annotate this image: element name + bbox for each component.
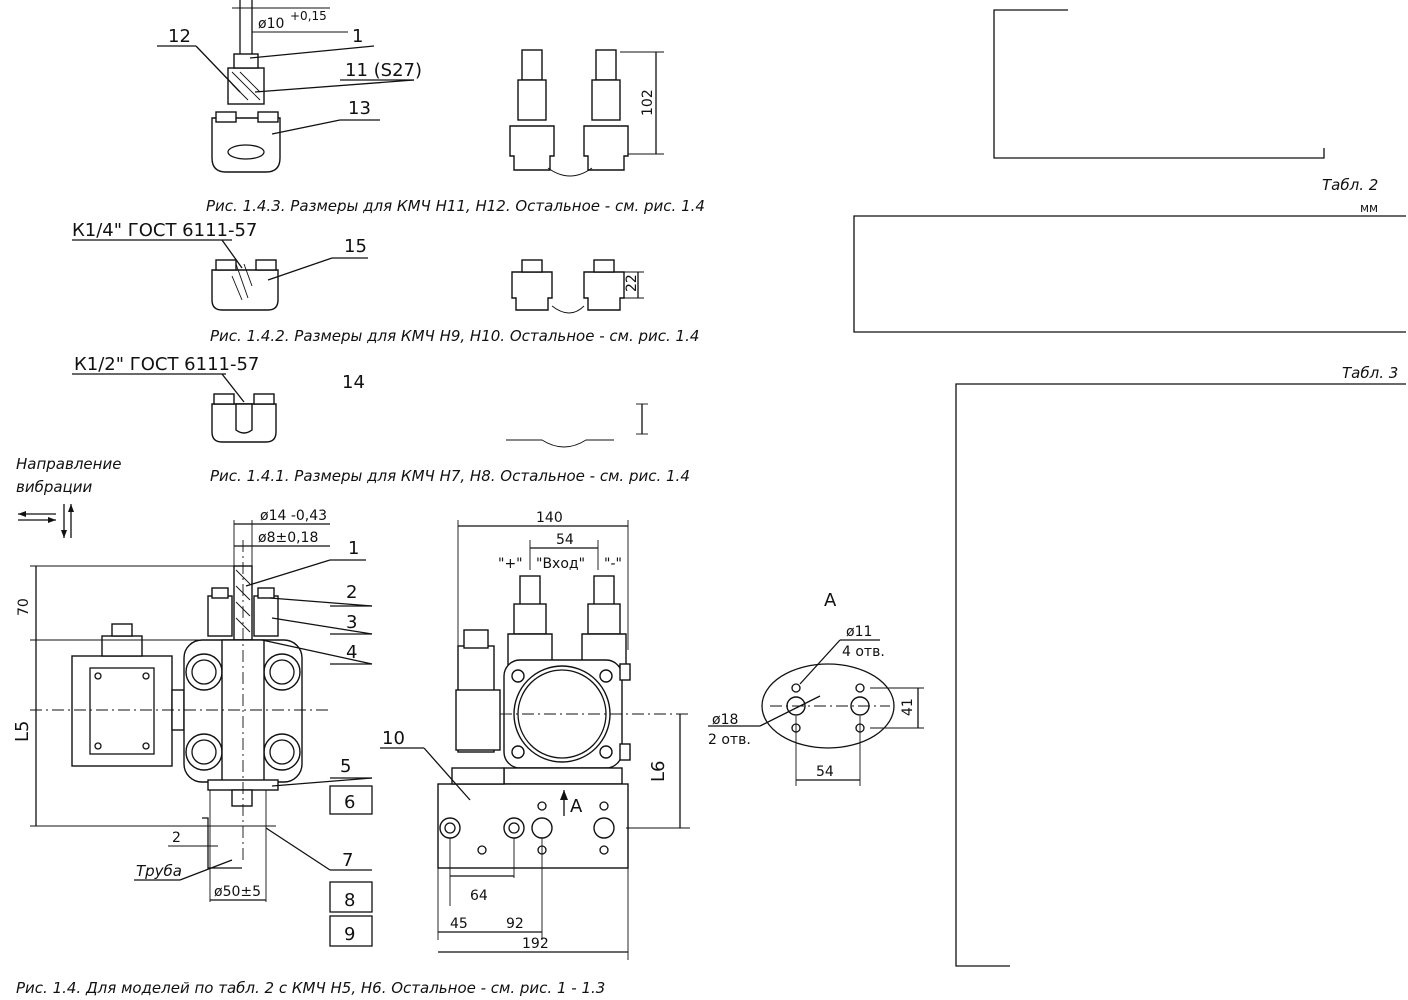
fig143-callout-11: 11 (S27) xyxy=(345,60,422,81)
fig142-thread: К1/4" ГОСТ 6111-57 xyxy=(72,220,257,241)
fig14-inner-54: 54 xyxy=(556,532,574,548)
direction-line1: Направление xyxy=(16,455,121,473)
vibration-direction: Направление вибрации xyxy=(16,455,121,538)
fig14-l5: L5 xyxy=(12,721,33,742)
fig14-height-70: 70 xyxy=(16,598,32,616)
view-a-d41: 41 xyxy=(900,698,916,716)
fig14-input: "Вход" xyxy=(536,556,585,572)
fig14-width-140: 140 xyxy=(536,510,563,526)
fig14-callout-4: 4 xyxy=(346,642,357,663)
view-a-holes18-count: 2 отв. xyxy=(708,732,751,748)
fig14-pipe: Труба xyxy=(136,862,182,880)
fig14-caption: Рис. 1.4. Для моделей по табл. 2 с КМЧ Н… xyxy=(16,979,605,997)
view-a: А ø11 4 отв. ø18 2 отв. 41 54 xyxy=(708,590,924,786)
fig14-callout-3: 3 xyxy=(346,612,357,633)
fig143-dia-tol: +0,15 xyxy=(290,9,327,23)
fig14-d45: 45 xyxy=(450,916,468,932)
view-a-holes11-count: 4 отв. xyxy=(842,644,885,660)
direction-line2: вибрации xyxy=(16,478,93,496)
fig14-pipe-dia: ø50±5 xyxy=(214,884,261,900)
fig14-l6: L6 xyxy=(648,761,669,782)
fig14-d192: 192 xyxy=(522,936,549,952)
fig141-callout: 14 xyxy=(342,372,365,393)
fig143-callout-13: 13 xyxy=(348,98,371,119)
tabl2-unit: мм xyxy=(1360,201,1378,215)
fig-1-4-middle: 140 54 "+" "Вход" "-" xyxy=(380,510,690,960)
tabl3-title: Табл. 3 xyxy=(1342,364,1398,382)
fig143-callout-1b: 1 xyxy=(352,26,363,47)
fig-1-4-1: К1/2" ГОСТ 6111-57 14 Рис. 1.4.1. Размер… xyxy=(72,354,690,485)
fig14-callout-6: 6 xyxy=(344,792,355,813)
fig14-dia-inner: ø8±0,18 xyxy=(258,530,318,546)
fig14-plus: "+" xyxy=(498,556,523,572)
fig14-callout-9: 9 xyxy=(344,924,355,945)
fig143-dia-label: ø10 xyxy=(258,16,284,32)
fig14-callout-8: 8 xyxy=(344,890,355,911)
fig14-small-dim: 2 xyxy=(172,830,181,846)
tabl2-title: Табл. 2 xyxy=(1322,176,1378,194)
fig14-callout-2: 2 xyxy=(346,582,357,603)
fig-1-4-left: ø14 -0,43 ø8±0,18 xyxy=(12,508,373,947)
view-a-holes11: ø11 xyxy=(846,624,872,640)
view-a-d54: 54 xyxy=(816,764,834,780)
fig14-callout-10: 10 xyxy=(382,728,405,749)
fig141-caption: Рис. 1.4.1. Размеры для КМЧ Н7, Н8. Оста… xyxy=(210,467,690,485)
fig14-arrow-a: А xyxy=(570,796,583,817)
fig14-d92: 92 xyxy=(506,916,524,932)
fig-1-4-2: К1/4" ГОСТ 6111-57 15 22 Рис. 1.4.2. Раз… xyxy=(72,220,699,345)
fig143-caption: Рис. 1.4.3. Размеры для КМЧ Н11, Н12. Ос… xyxy=(206,197,705,215)
fig14-dia-outer: ø14 -0,43 xyxy=(260,508,327,524)
fig14-minus: "-" xyxy=(604,556,622,572)
fig143-height: 102 xyxy=(640,89,656,116)
fig141-thread: К1/2" ГОСТ 6111-57 xyxy=(74,354,259,375)
fig142-caption: Рис. 1.4.2. Размеры для КМЧ Н9, Н10. Ост… xyxy=(210,327,699,345)
fig142-callout: 15 xyxy=(344,236,367,257)
view-a-title: А xyxy=(824,590,837,611)
fig14-callout-5: 5 xyxy=(340,756,351,777)
fig142-height: 22 xyxy=(624,274,640,292)
view-a-holes18: ø18 xyxy=(712,712,738,728)
fig143-callout-12: 12 xyxy=(168,26,191,47)
fig-1-4-3: ø10 +0,15 12 12 1 11 (S27) 13 1 xyxy=(157,0,705,215)
fig14-callout-1: 1 xyxy=(348,538,359,559)
fig14-d64: 64 xyxy=(470,888,488,904)
tables-area: Табл. 2 мм Табл. 3 xyxy=(853,9,1406,967)
fig14-callout-7: 7 xyxy=(342,850,353,871)
